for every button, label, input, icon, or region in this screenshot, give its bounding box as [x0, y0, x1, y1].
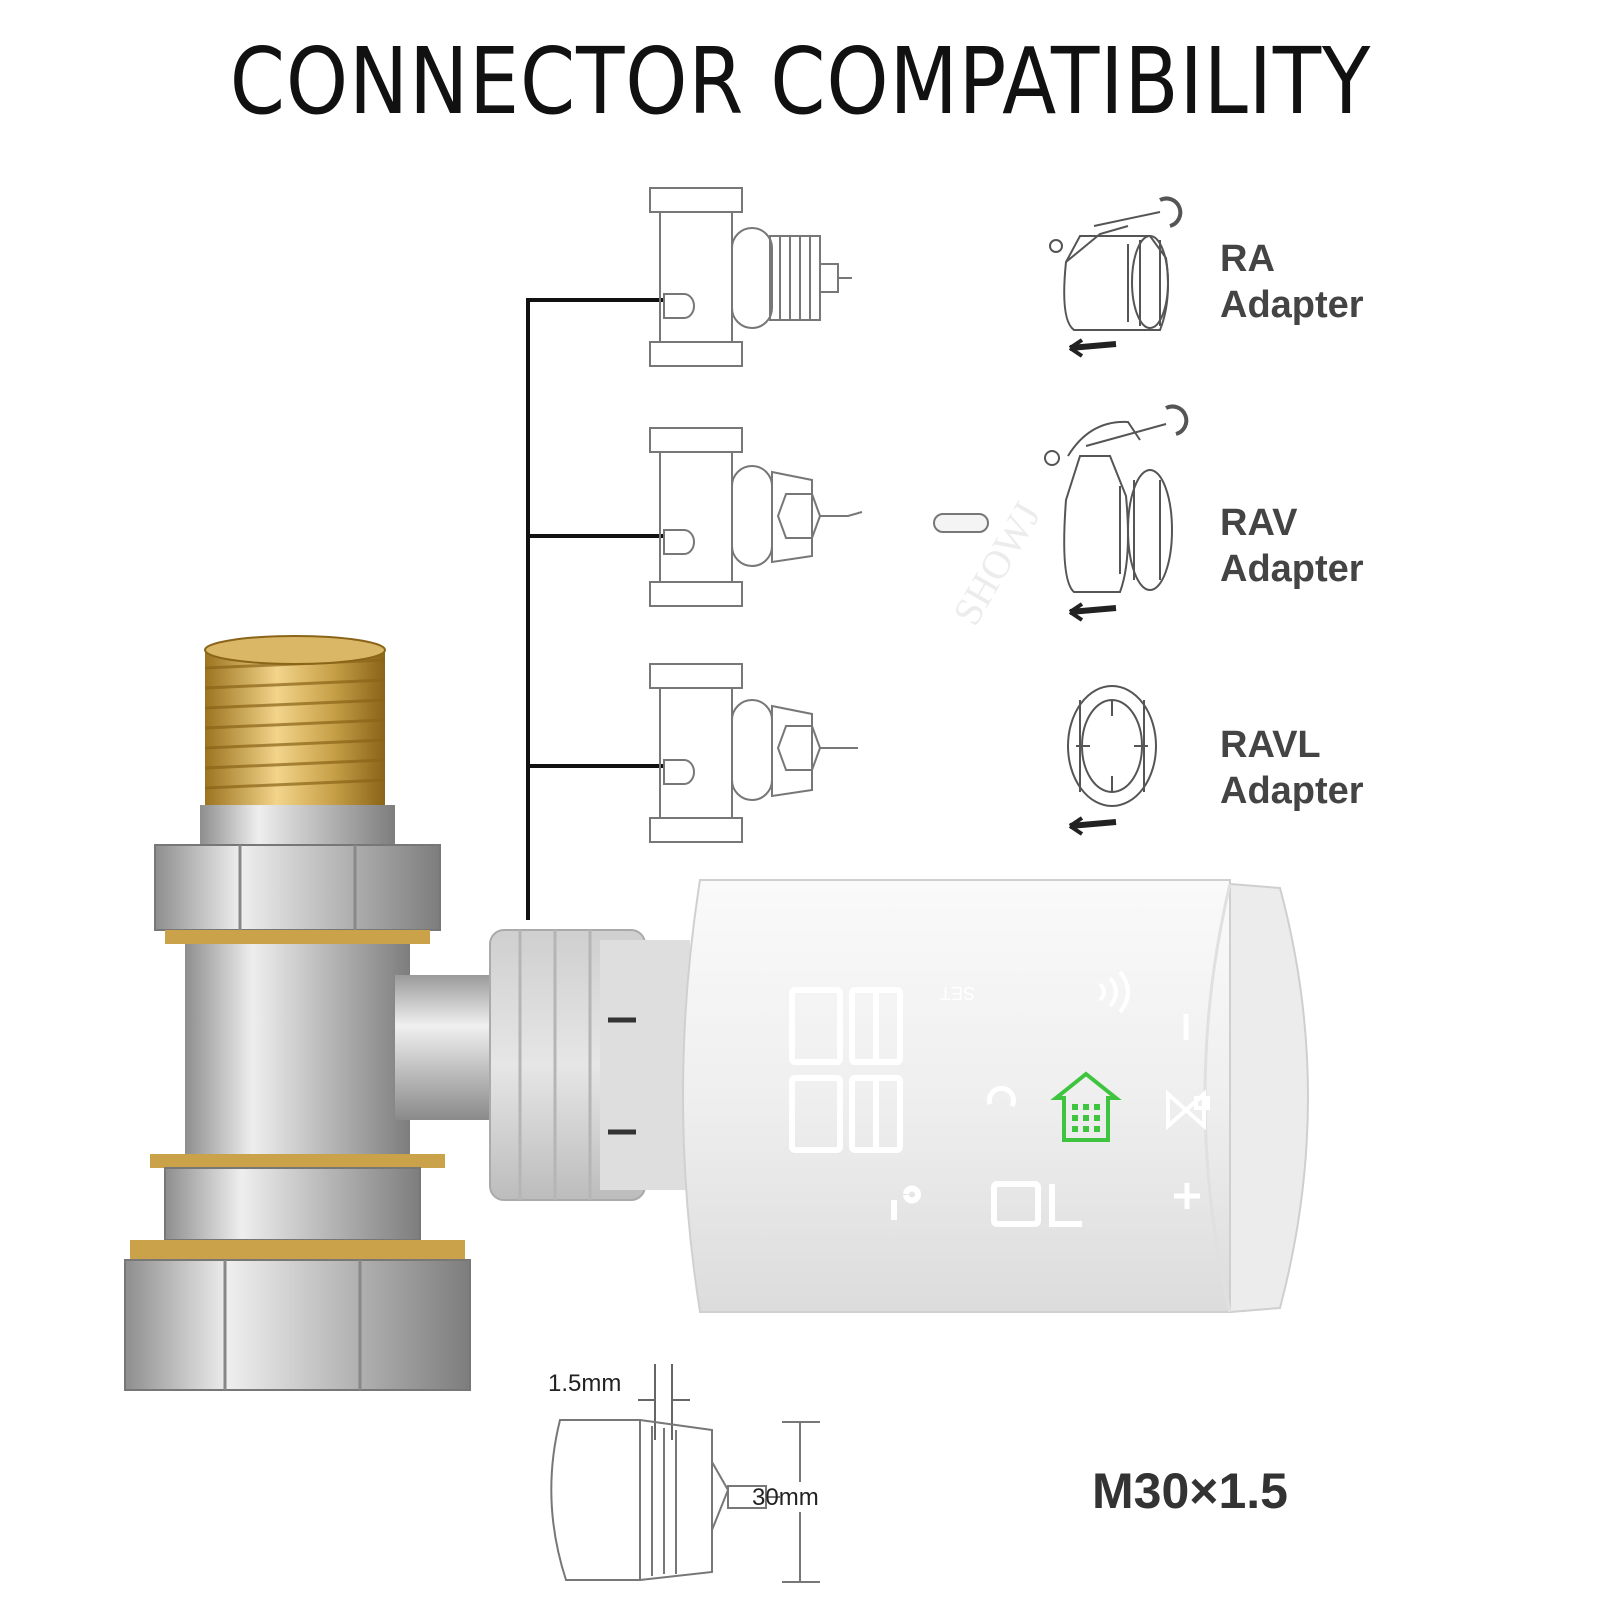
rav-adapter-drawing — [1044, 404, 1189, 622]
ra-adapter-label-line2: Adapter — [1220, 284, 1364, 326]
pin-icon — [933, 513, 989, 533]
set-label: SET — [940, 983, 976, 1003]
ravl-adapter-label-line2: Adapter — [1220, 770, 1364, 812]
ra-adapter-label-line1: RA — [1220, 238, 1275, 280]
rav-adapter-label-line1: RAV — [1220, 502, 1298, 544]
ravl-adapter-label-line1: RAVL — [1220, 724, 1321, 766]
connector-lines — [526, 298, 664, 920]
thread-spec: M30×1.5 — [1092, 1463, 1288, 1519]
page-title: CONNECTOR COMPATIBILITY — [229, 28, 1372, 135]
sync-icon — [986, 1085, 1016, 1108]
wifi-icon — [1098, 970, 1130, 1014]
display-digits — [789, 987, 1082, 1227]
ra-adapter-drawing — [1049, 196, 1183, 358]
rav-adapter-label-line2: Adapter — [1220, 548, 1364, 590]
thickness-label: 1.5mm — [548, 1370, 622, 1397]
home-icon — [1050, 1071, 1122, 1142]
valve-drawing-ravl — [649, 663, 858, 843]
valve-drawing-rav — [649, 427, 863, 607]
ra-adapter-label: RA Adapter — [1220, 236, 1364, 328]
ravl-adapter-drawing — [1067, 685, 1157, 836]
window-valve-icon — [1166, 1089, 1210, 1131]
rav-adapter-label: RAV Adapter — [1220, 500, 1364, 592]
ravl-adapter-label: RAVL Adapter — [1220, 722, 1364, 814]
dimension-drawing — [550, 1364, 820, 1583]
radiator-valve-photo — [124, 635, 505, 1391]
valve-drawing-ra — [649, 187, 852, 367]
diameter-label: 30mm — [752, 1484, 819, 1511]
plus-icon — [1174, 1183, 1200, 1209]
